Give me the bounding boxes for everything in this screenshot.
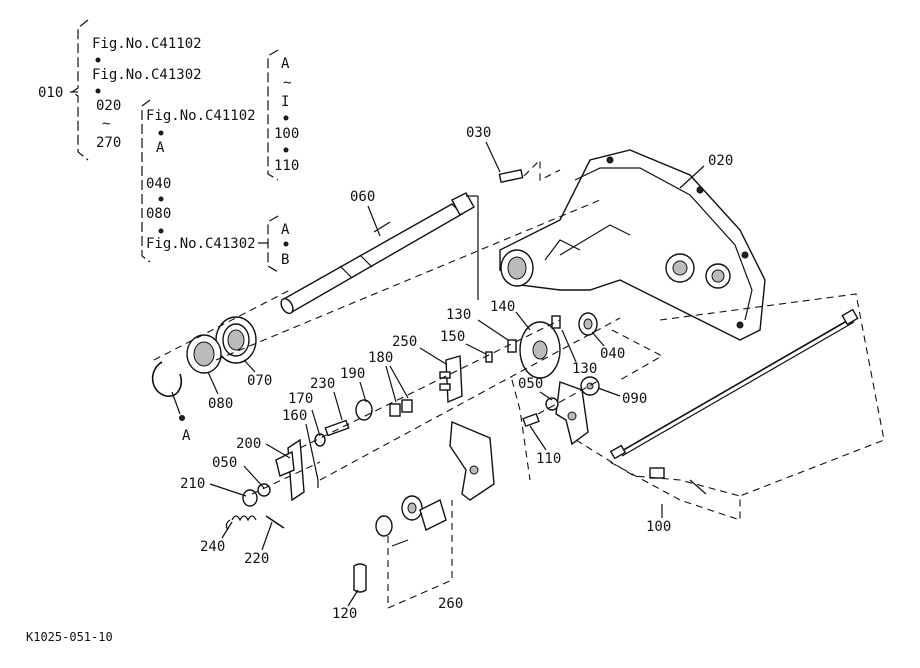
note-b-fig-c41302: Fig.No.C41302 xyxy=(146,236,256,252)
bolt-part xyxy=(498,158,561,184)
callout-010[interactable]: 010 xyxy=(38,85,63,101)
callouts: 020 030 040 050 050 060 070 080 090 100 … xyxy=(180,125,733,622)
note-b-right-a: A xyxy=(281,222,290,238)
callout-050b[interactable]: 050 xyxy=(518,376,543,392)
rod-100-assembly xyxy=(575,293,885,521)
callout-250[interactable]: 250 xyxy=(392,334,417,350)
callout-130b[interactable]: 130 xyxy=(572,361,597,377)
note-range-from: 020 xyxy=(96,98,121,114)
callout-030[interactable]: 030 xyxy=(466,125,491,141)
callout-050a[interactable]: 050 xyxy=(212,455,237,471)
note-r-i: I xyxy=(281,94,289,110)
callout-060[interactable]: 060 xyxy=(350,189,375,205)
note-r-tilde: ~ xyxy=(283,75,291,91)
callout-260[interactable]: 260 xyxy=(438,596,463,612)
alignment-lines xyxy=(215,199,664,495)
callout-020[interactable]: 020 xyxy=(708,153,733,169)
note-b-right-b: B xyxy=(281,252,289,268)
note-r-110: 110 xyxy=(274,158,299,174)
bearing-080-part xyxy=(186,334,222,374)
note-range-tilde: ~ xyxy=(102,116,110,132)
note-fig-c41302: Fig.No.C41302 xyxy=(92,67,202,83)
callout-200[interactable]: 200 xyxy=(236,436,261,452)
note-r-100: 100 xyxy=(274,126,299,142)
reference-note-010: 010 Fig.No.C41102 Fig.No.C41302 020 ~ 27… xyxy=(38,19,202,161)
callout-080[interactable]: 080 xyxy=(208,396,233,412)
callout-190[interactable]: 190 xyxy=(340,366,365,382)
callout-170[interactable]: 170 xyxy=(288,391,313,407)
reference-note-block: Fig.No.C41102 A 040 080 Fig.No.C41302 A … xyxy=(141,99,290,273)
reference-note-right: A ~ I 100 110 xyxy=(267,49,299,181)
callout-130a[interactable]: 130 xyxy=(446,307,471,323)
retaining-ring-part xyxy=(151,289,291,421)
callout-210[interactable]: 210 xyxy=(180,476,205,492)
spring-240-part xyxy=(225,483,271,531)
callout-220[interactable]: 220 xyxy=(244,551,269,567)
callout-180[interactable]: 180 xyxy=(368,350,393,366)
note-b-fig-c41102: Fig.No.C41102 xyxy=(146,108,256,124)
note-range-to: 270 xyxy=(96,135,121,151)
shaft-part xyxy=(280,192,479,315)
note-b-040: 040 xyxy=(146,176,171,192)
seal-040-part xyxy=(578,312,598,336)
callout-160[interactable]: 160 xyxy=(282,408,307,424)
callout-090[interactable]: 090 xyxy=(622,391,647,407)
gear-case-part xyxy=(499,149,766,341)
callout-150[interactable]: 150 xyxy=(440,329,465,345)
note-b-a: A xyxy=(156,140,165,156)
note-r-a: A xyxy=(281,56,290,72)
pin-220-part xyxy=(265,515,285,529)
callout-110[interactable]: 110 xyxy=(536,451,561,467)
note-fig-c41102: Fig.No.C41102 xyxy=(92,36,202,52)
callout-100[interactable]: 100 xyxy=(646,519,671,535)
ring-ref-a: A xyxy=(182,428,191,444)
callout-140[interactable]: 140 xyxy=(490,299,515,315)
bracket-250-part xyxy=(439,355,463,404)
callout-040[interactable]: 040 xyxy=(600,346,625,362)
pulley-part xyxy=(485,315,561,379)
small-parts-180-230 xyxy=(314,399,413,447)
callout-240[interactable]: 240 xyxy=(200,539,225,555)
callout-120[interactable]: 120 xyxy=(332,606,357,622)
callout-230[interactable]: 230 xyxy=(310,376,335,392)
figure-code: K1025-051-10 xyxy=(26,630,113,644)
callout-070[interactable]: 070 xyxy=(247,373,272,389)
plate-260-assembly xyxy=(353,420,495,609)
bearing-070-part xyxy=(215,316,257,364)
note-b-080: 080 xyxy=(146,206,171,222)
washer-090-part xyxy=(580,376,600,396)
